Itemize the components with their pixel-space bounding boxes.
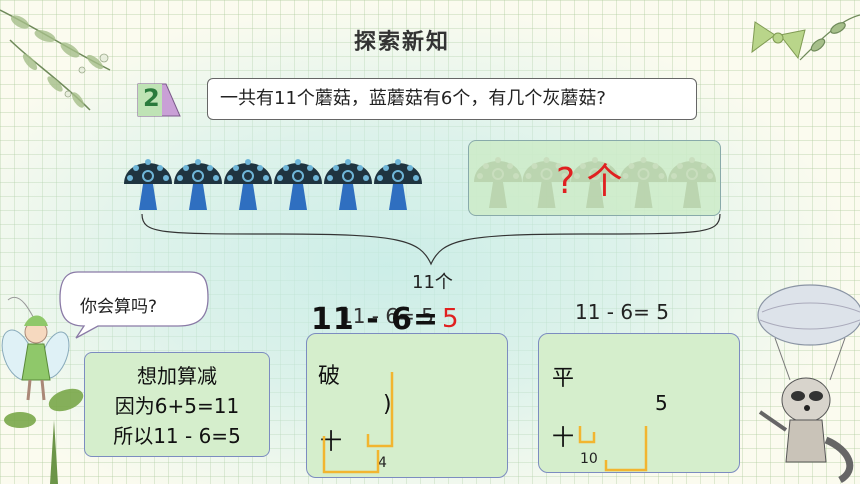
- blue-mushroom-icon: [224, 159, 272, 210]
- problem-number: 2: [143, 84, 160, 112]
- level-ten-bracket: [578, 426, 648, 472]
- total-brace: [141, 213, 721, 266]
- question-box: 一共有11个蘑菇，蓝蘑菇有6个，有几个灰蘑菇?: [207, 78, 697, 120]
- faded-mushroom-icon: [522, 157, 571, 208]
- break-ten-bracket: [322, 372, 394, 474]
- blue-mushroom-icon: [124, 159, 172, 210]
- equation-answer: 5: [442, 304, 459, 334]
- level-ten-split-number: 10: [580, 451, 598, 467]
- speech-bubble: [59, 271, 209, 339]
- faded-mushroom-icon: [619, 157, 668, 208]
- balloon-icon: [757, 284, 860, 381]
- think-card-line-3: 所以11 - 6=5: [113, 424, 241, 448]
- raccoon-icon: [758, 377, 854, 484]
- think-card-line-2: 因为6+5=11: [114, 394, 240, 418]
- break-ten-paren: ): [383, 392, 392, 417]
- faded-mushroom-icon: [668, 157, 716, 208]
- blue-mushroom-icon: [274, 159, 322, 210]
- leaf-branch-icon: [0, 9, 111, 111]
- total-label: 11个: [412, 272, 453, 293]
- equation-ghost: 11 - 6= 5: [340, 304, 434, 328]
- blue-mushroom-icon: [374, 159, 422, 210]
- level-ten-glyph-top: 平: [552, 366, 575, 391]
- speech-bubble-text: 你会算吗?: [80, 297, 158, 317]
- level-ten-card: [538, 333, 740, 473]
- break-ten-glyph-bottom: 十: [320, 430, 343, 455]
- break-ten-card: [306, 333, 508, 478]
- problem-number-badge: [137, 83, 181, 117]
- page-title: 探索新知: [354, 30, 451, 55]
- faded-mushroom-icon: [571, 157, 619, 208]
- unknown-count-label: ? 个: [556, 161, 623, 202]
- equation-main: 11 - 6=: [311, 302, 440, 337]
- break-ten-glyph-top: 破: [318, 364, 341, 389]
- faded-mushroom-icon: [474, 157, 522, 208]
- blue-mushroom-icon: [174, 159, 222, 210]
- bow-icon: [751, 21, 806, 60]
- faded-mushroom-row: [474, 157, 716, 208]
- level-ten-glyph-bottom: 十: [552, 426, 575, 451]
- level-ten-value: 5: [655, 391, 668, 415]
- blue-mushroom-row: [124, 159, 422, 210]
- break-ten-split-number: 4: [378, 455, 387, 471]
- think-card-line-1: 想加算减: [137, 364, 217, 388]
- think-add-card: [84, 352, 270, 457]
- equation-right: 11 - 6= 5: [575, 300, 669, 324]
- blue-mushroom-icon: [324, 159, 372, 210]
